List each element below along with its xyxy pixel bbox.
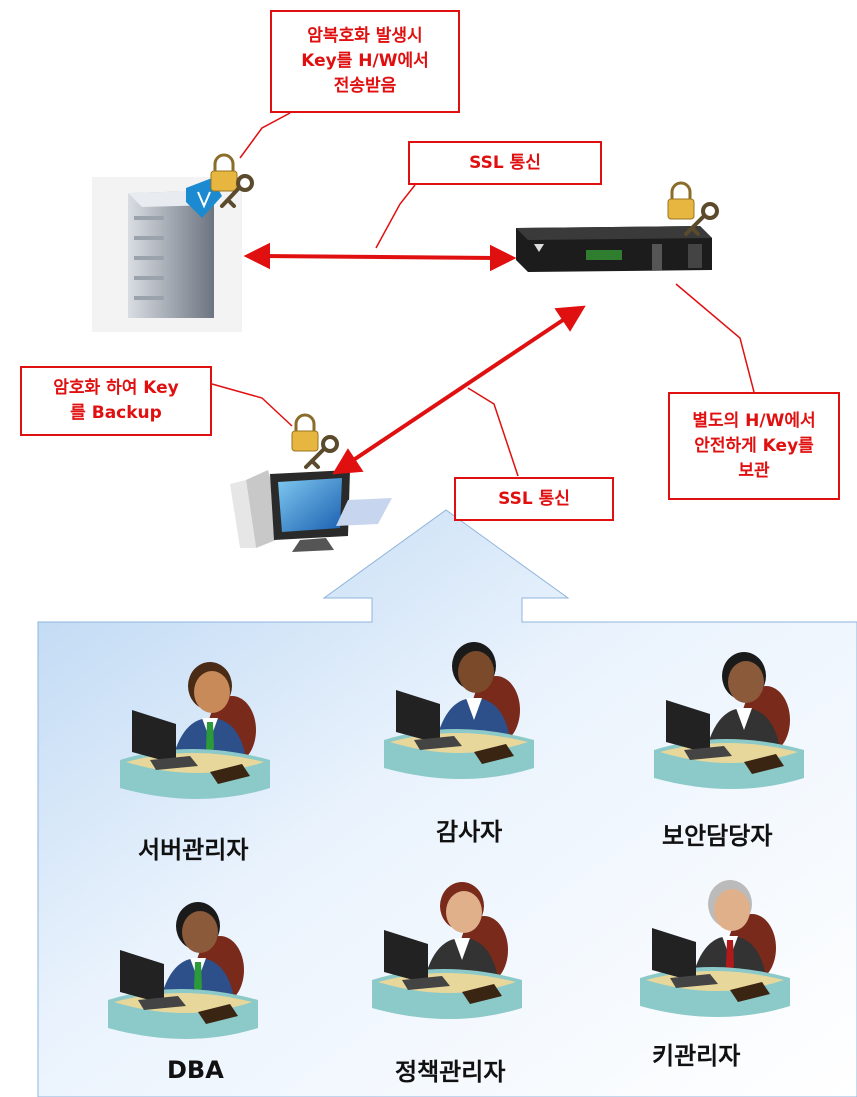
callout-key-transfer: 암복호화 발생시 Key를 H/W에서 전송받음 xyxy=(270,10,460,113)
callout-hw-storage: 별도의 H/W에서 안전하게 Key를 보관 xyxy=(668,392,840,500)
role-label-security-officer: 보안담당자 xyxy=(662,822,773,850)
role-label-dba: DBA xyxy=(167,1056,224,1084)
callout-ssl-top-text: SSL 통신 xyxy=(469,152,541,173)
callout-key-transfer-line-1: 암복호화 발생시 xyxy=(307,26,423,46)
callout-hw-storage-line-2: 안전하게 Key를 xyxy=(694,435,814,456)
callout-backup-line-2: 를 Backup xyxy=(70,403,162,423)
callout-ssl-bottom-text: SSL 통신 xyxy=(498,488,570,509)
user-at-desk-icon xyxy=(372,882,522,1019)
padlock-icon xyxy=(210,153,695,452)
user-at-desk-icon xyxy=(120,662,270,799)
user-at-desk-icon xyxy=(108,902,258,1039)
callout-ssl-top: SSL 통신 xyxy=(408,141,602,185)
hsm-appliance-icon xyxy=(516,226,712,272)
user-at-desk-icon xyxy=(654,652,804,789)
role-label-policy-admin: 정책관리자 xyxy=(395,1058,506,1086)
callout-ssl-bottom: SSL 통신 xyxy=(454,477,614,521)
callout-key-transfer-line-2: Key를 H/W에서 xyxy=(301,51,429,71)
callout-leaders xyxy=(211,112,755,477)
user-at-desk-icon xyxy=(384,642,534,779)
callout-hw-storage-line-1: 별도의 H/W에서 xyxy=(692,410,816,431)
callout-key-transfer-line-3: 전송받음 xyxy=(333,76,397,96)
ssl-link-server-hsm xyxy=(243,242,517,272)
user-at-desk-icon xyxy=(640,880,790,1017)
role-label-auditor: 감사자 xyxy=(436,818,503,846)
callout-backup-line-1: 암호화 하여 Key xyxy=(53,378,179,398)
role-label-key-admin: 키관리자 xyxy=(652,1042,741,1070)
ssl-link-pc-hsm xyxy=(332,305,586,475)
key-icon xyxy=(220,174,719,469)
callout-backup: 암호화 하여 Key 를 Backup xyxy=(20,366,212,436)
server-icon xyxy=(92,177,242,332)
desktop-pc-icon xyxy=(230,470,392,552)
role-label-server-admin: 서버관리자 xyxy=(138,836,249,864)
callout-hw-storage-line-3: 보관 xyxy=(738,460,770,481)
role-figures xyxy=(108,642,804,1039)
